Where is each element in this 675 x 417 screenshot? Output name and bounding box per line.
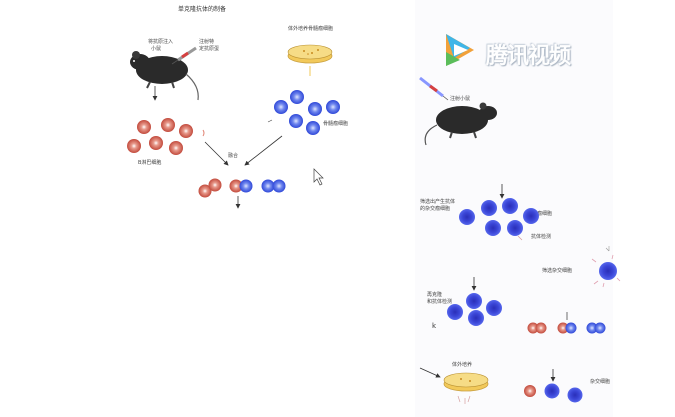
screen1-label-1: 筛选出产生抗体 xyxy=(420,199,456,205)
antibody-label: 抗体检测 xyxy=(531,234,552,240)
dish-label: 体外培养骨髓瘤细胞 xyxy=(288,26,334,32)
hybrid-cluster-1 xyxy=(459,198,539,241)
fusion-label: 融合 xyxy=(228,153,239,159)
right-syringe-icon xyxy=(419,76,449,101)
final-cells xyxy=(524,383,583,403)
myeloma-label: 骨髓瘤细胞 xyxy=(323,121,349,127)
screen2-label: 筛选杂交细胞 xyxy=(542,268,573,274)
left-mouse-icon xyxy=(130,51,199,101)
svg-text:k: k xyxy=(432,322,437,330)
right-mouse-label: 注射小鼠 xyxy=(450,96,471,102)
myeloma-cell-cluster xyxy=(267,90,340,135)
diagram-title: 单克隆抗体的制备 xyxy=(178,6,227,13)
culture-dish-icon xyxy=(443,372,489,404)
mouse-label-2: 小鼠 xyxy=(151,46,162,52)
fused-cells xyxy=(198,178,286,198)
b-cell-label: B淋巴细胞 xyxy=(138,160,162,166)
video-watermark: 腾讯视频 xyxy=(440,30,580,70)
mouse-cursor-icon xyxy=(313,168,324,186)
hybrid-label-2: 杂交细胞 xyxy=(590,379,611,385)
arrow-right-icon xyxy=(419,367,441,378)
hybrid-cluster-2: k xyxy=(432,293,502,330)
right-mouse-icon xyxy=(424,102,497,146)
injection-label-1: 注射特 xyxy=(199,39,215,45)
injection-label-2: 定抗原蛋 xyxy=(199,46,220,52)
screen3-label-2: 和抗体检测 xyxy=(427,299,453,305)
screen3-label-1: 再克隆 xyxy=(427,292,443,298)
left-syringe-icon xyxy=(171,46,197,65)
culture-label: 体外培养 xyxy=(452,362,473,368)
hybrid-label: 杂交瘤细胞 xyxy=(527,211,553,217)
cell-pairs xyxy=(527,312,606,334)
antibody-cell xyxy=(591,246,621,288)
fusion-arrow-right-icon xyxy=(244,135,283,166)
fusion-arrow-left-icon xyxy=(204,141,229,166)
mouse-label-1: 将抗原注入 xyxy=(148,39,174,45)
petri-dish-icon xyxy=(287,44,333,64)
b-cell-cluster xyxy=(127,118,205,155)
play-logo-icon xyxy=(446,34,474,66)
right-edge xyxy=(613,0,675,417)
watermark-text: 腾讯视频 xyxy=(486,44,571,69)
screen1-label-2: 的杂交瘤细胞 xyxy=(420,206,451,212)
